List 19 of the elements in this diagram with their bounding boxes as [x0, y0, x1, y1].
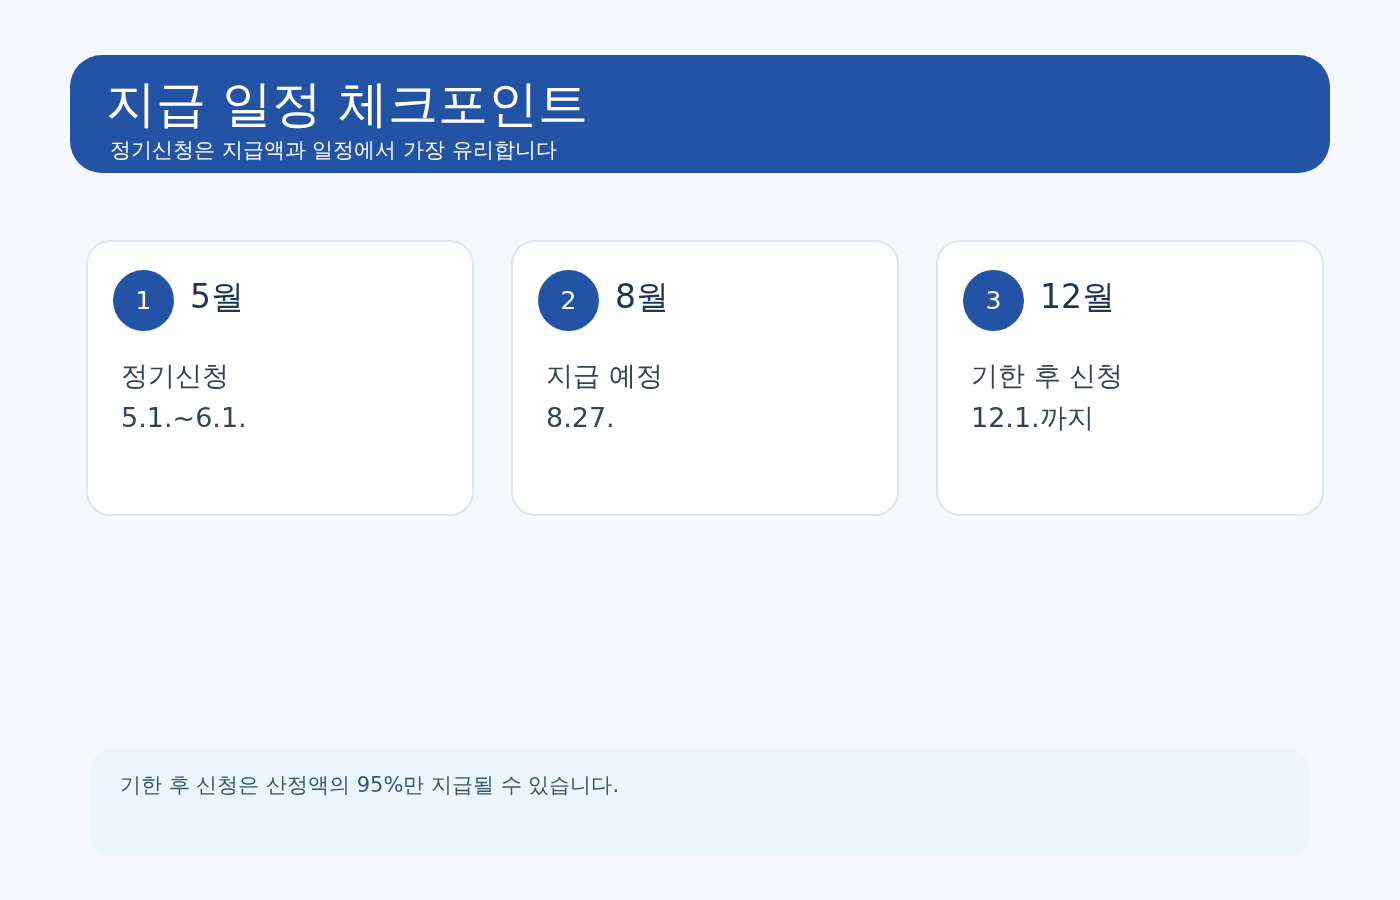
step-label: 지급 예정	[546, 359, 663, 393]
step-card	[511, 240, 899, 516]
note-text: 기한 후 신청은 산정액의 95%만 지급될 수 있습니다.	[120, 772, 620, 799]
month-heading: 8월	[615, 277, 669, 317]
step-number-badge: 2	[538, 270, 599, 331]
step-card	[86, 240, 474, 516]
date-text: 8.27.	[546, 401, 615, 435]
step-label: 기한 후 신청	[971, 359, 1124, 393]
month-heading: 5월	[190, 277, 244, 317]
subtitle-text: 정기신청은 지급액과 일정에서 가장 유리합니다	[110, 137, 557, 163]
date-text: 12.1.까지	[971, 401, 1094, 435]
step-number-badge: 1	[113, 270, 174, 331]
header-banner	[70, 55, 1330, 173]
date-text: 5.1.~6.1.	[121, 401, 247, 435]
step-card	[936, 240, 1324, 516]
title-text: 지급 일정 체크포인트	[106, 75, 588, 133]
month-heading: 12월	[1040, 277, 1115, 317]
step-number-badge: 3	[963, 270, 1024, 331]
step-label: 정기신청	[121, 359, 229, 393]
